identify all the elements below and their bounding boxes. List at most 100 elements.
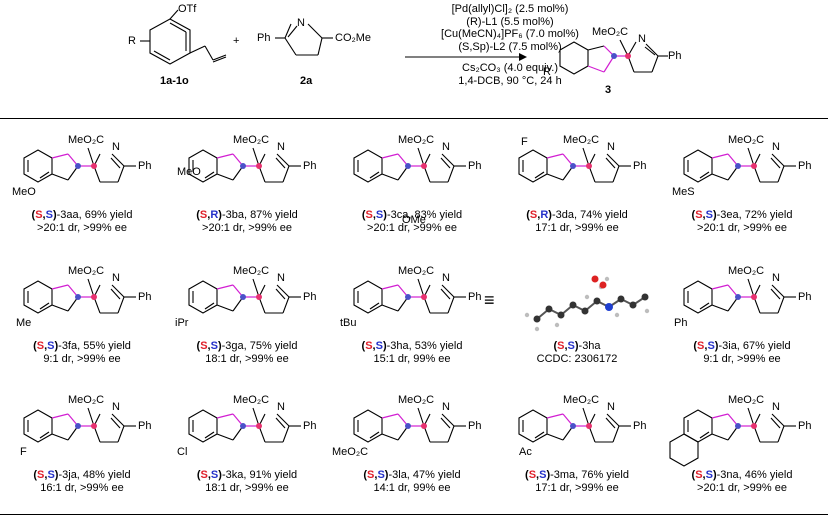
yield-text: -3ga, 75% yield bbox=[221, 340, 298, 352]
yield-text: -3da, 74% yield bbox=[551, 209, 628, 221]
ph-label: Ph bbox=[138, 160, 152, 172]
ester-label: MeO₂C bbox=[68, 394, 105, 406]
caption-line-1: (S,S)-3ca, 83% yield bbox=[361, 209, 463, 221]
config-1: S bbox=[36, 340, 45, 352]
yield-text: -3ha, 53% yield bbox=[386, 340, 463, 352]
structure-3ia bbox=[683, 278, 796, 314]
config-1: S bbox=[365, 340, 373, 352]
config-2: S bbox=[47, 340, 55, 352]
ester-label: MeO₂C bbox=[68, 134, 105, 146]
ph-label: Ph bbox=[633, 160, 647, 172]
n-label: N bbox=[112, 401, 120, 413]
caption-line-1: (S,S)-3la, 47% yield bbox=[363, 469, 461, 481]
config-2: R bbox=[540, 209, 549, 221]
n-label: N bbox=[112, 272, 120, 284]
config-1: S bbox=[528, 469, 537, 481]
substituent-label: tBu bbox=[340, 317, 357, 329]
caption-line-1: (S,S)-3fa, 55% yield bbox=[33, 340, 131, 352]
n-label: N bbox=[442, 272, 450, 284]
n-label: N bbox=[607, 401, 615, 413]
product-n-label: N bbox=[638, 33, 646, 45]
n-label: N bbox=[607, 141, 615, 153]
config-2: S bbox=[377, 469, 385, 481]
caption: (S,S)-3ca, 83% yield>20:1 dr, >99% ee bbox=[332, 209, 492, 235]
conditions-below: Cs₂CO₃ (4.0 equiv.) 1,4-DCB, 90 °C, 24 h bbox=[410, 62, 610, 87]
config-1: S bbox=[695, 209, 703, 221]
yield-text: -3aa, 69% yield bbox=[56, 209, 133, 221]
structure-3fa bbox=[23, 278, 136, 314]
yield-text: -3la, 47% yield bbox=[388, 469, 461, 481]
ester-label: MeO₂C bbox=[233, 394, 270, 406]
ester-label: MeO₂C bbox=[398, 394, 435, 406]
caption-line-2: >20:1 dr, >99% ee bbox=[37, 222, 127, 234]
caption-line-2: >20:1 dr, >99% ee bbox=[202, 222, 292, 234]
substituent-label: F bbox=[521, 136, 528, 148]
r-label: R bbox=[128, 35, 136, 47]
condition-base: Cs₂CO₃ (4.0 equiv.) bbox=[462, 62, 558, 74]
condition-l2: (S,Sp)-L2 (7.5 mol%) bbox=[458, 40, 562, 53]
ester-label: MeO₂C bbox=[728, 134, 765, 146]
structure-3ea bbox=[683, 147, 796, 183]
config-1: S bbox=[35, 209, 43, 221]
n-label: N bbox=[772, 272, 780, 284]
ester-label: MeO₂C bbox=[398, 134, 435, 146]
structure-3na bbox=[669, 407, 796, 467]
imine-n-label: N bbox=[297, 17, 305, 29]
caption-line-2: >20:1 dr, >99% ee bbox=[697, 222, 787, 234]
n-label: N bbox=[112, 141, 120, 153]
caption-line-1: (S,R)-3ba, 87% yield bbox=[196, 209, 298, 221]
config-1: S bbox=[367, 469, 375, 481]
product-r-label: R bbox=[543, 66, 551, 78]
caption-line-1: (S,R)-3da, 74% yield bbox=[526, 209, 628, 221]
caption-line-2: 18:1 dr, >99% ee bbox=[205, 353, 289, 365]
ester-label: MeO₂C bbox=[728, 265, 765, 277]
caption: (S,S)-3na, 46% yield>20:1 dr, >99% ee bbox=[662, 469, 822, 495]
yield-text: -3ha bbox=[578, 340, 601, 352]
config-1: S bbox=[200, 469, 208, 481]
config-2: S bbox=[705, 469, 713, 481]
config-2: S bbox=[375, 340, 383, 352]
yield-text: -3ia, 67% yield bbox=[718, 340, 791, 352]
config-2: S bbox=[47, 469, 55, 481]
config-2: S bbox=[210, 340, 218, 352]
yield-text: -3na, 46% yield bbox=[716, 469, 793, 481]
structure-3ma bbox=[518, 407, 631, 443]
config-1: S bbox=[37, 469, 45, 481]
caption-line-1: (S,S)-3ka, 91% yield bbox=[196, 469, 298, 481]
substituent-label: OMe bbox=[402, 214, 426, 226]
caption-line-1: (S,S)-3ga, 75% yield bbox=[196, 340, 298, 352]
caption-line-2: >20:1 dr, >99% ee bbox=[697, 482, 787, 494]
caption-line-1: (S,S)-3ja, 48% yield bbox=[33, 469, 131, 481]
config-1: S bbox=[365, 209, 373, 221]
yield-text: -3ba, 87% yield bbox=[221, 209, 298, 221]
caption-line-1: (S,S)-3na, 46% yield bbox=[691, 469, 793, 481]
caption-line-2: >20:1 dr, >99% ee bbox=[367, 222, 457, 234]
reactant-2-label: 2a bbox=[300, 75, 313, 87]
substituent-label: MeO₂C bbox=[332, 446, 369, 458]
config-1: S bbox=[697, 340, 705, 352]
substituent-label: Me bbox=[16, 317, 32, 329]
yield-text: -3fa, 55% yield bbox=[58, 340, 131, 352]
condition-solvent: 1,4-DCB, 90 °C, 24 h bbox=[458, 74, 562, 87]
ester-label: MeO₂C bbox=[68, 265, 105, 277]
ph-label: Ph bbox=[138, 420, 152, 432]
caption-line-1: (S,S)-3ha, 53% yield bbox=[361, 340, 463, 352]
caption-line-1: (S,S)-3ea, 72% yield bbox=[691, 209, 793, 221]
ph-label: Ph bbox=[798, 420, 812, 432]
ph-label: Ph bbox=[303, 420, 317, 432]
yield-text: -3ea, 72% yield bbox=[716, 209, 793, 221]
config-1: S bbox=[200, 340, 208, 352]
substituent-label: MeS bbox=[672, 186, 695, 198]
